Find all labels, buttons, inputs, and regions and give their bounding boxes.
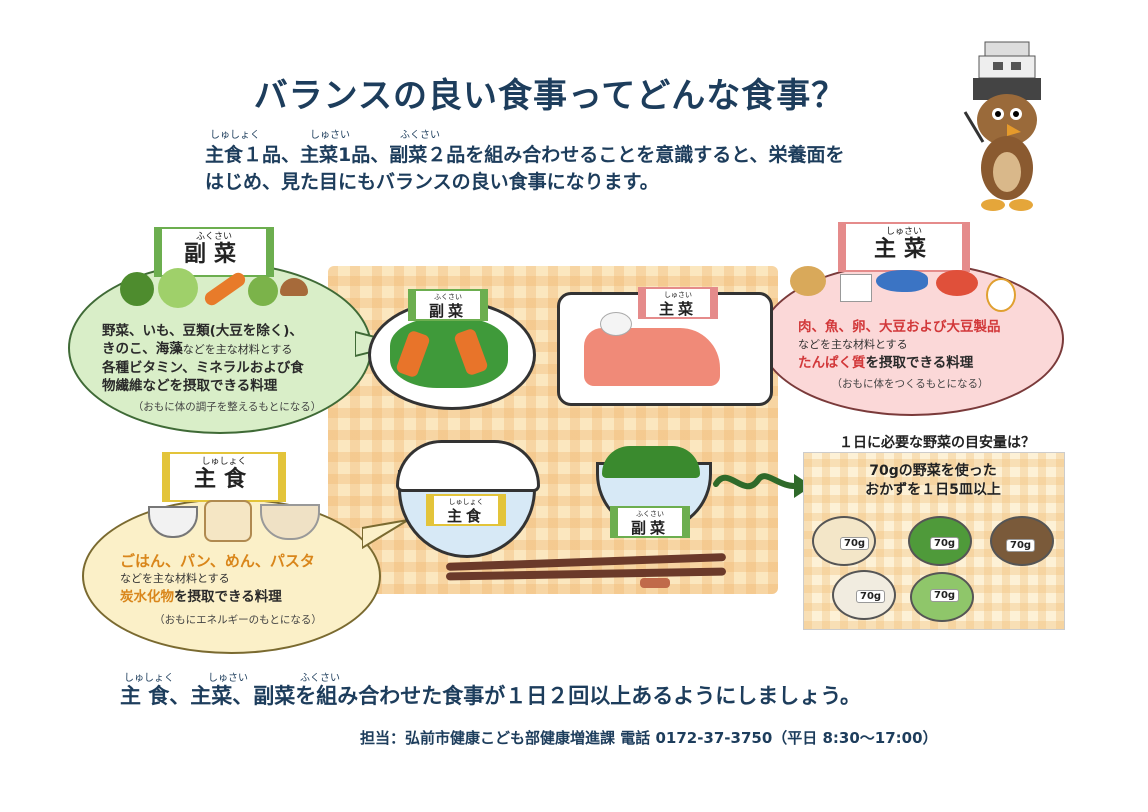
shusai-text-3b: を摂取できる料理 — [865, 355, 974, 371]
tray-shushoku-text: 主食 — [446, 507, 485, 525]
greens-icon — [248, 276, 278, 306]
shusai-text-3: たんぱく質を摂取できる料理 — [798, 354, 1038, 372]
page-title: バランスの良い食事ってどんな食事？ — [253, 76, 847, 116]
arrow-right-icon — [713, 473, 812, 498]
shushoku-ruby: しゅしょく — [201, 457, 247, 467]
mascot-illustration — [963, 41, 1041, 211]
fish-icon — [876, 270, 928, 292]
bottom-ruby-shusai: しゅさい — [208, 673, 248, 684]
shushoku-label: 主食 — [193, 467, 254, 492]
egg-icon — [986, 278, 1016, 312]
intro-line-2: はじめ、見た目にもバランスの良い食事になります。 — [205, 171, 659, 193]
vegetable-line-1: 70gの野菜を使った — [869, 463, 997, 479]
shusai-ruby: しゅさい — [885, 227, 922, 237]
veg-dish-tag: 70g — [840, 537, 870, 550]
intro-line-1: 主食１品、主菜1品、副菜２品を組み合わせることを意識すると、栄養面を — [205, 144, 845, 166]
tofu-icon — [840, 274, 872, 302]
fukusai-text-2: きのこ、海藻などを主な材料とする — [102, 340, 352, 359]
fukusai-text-1: 野菜、いも、豆類(大豆を除く)、 — [102, 323, 303, 339]
tray-shusai-text: 主菜 — [658, 300, 697, 318]
grated-radish — [600, 312, 632, 336]
shusai-text-1: 肉、魚、卵、大豆および大豆製品 — [798, 319, 1001, 335]
shusai-note: （おもに体をつくるもとになる） — [831, 378, 989, 390]
cabbage-icon — [158, 268, 198, 308]
intro-text: 主食１品、主菜1品、副菜２品を組み合わせることを意識すると、栄養面を はじめ、見… — [205, 142, 925, 196]
shushoku-note: （おもにエネルギーのもとになる） — [154, 614, 322, 626]
shusai-text-2: などを主な材料とする — [798, 338, 908, 351]
fukusai-ruby: ふくさい — [195, 232, 232, 242]
shushoku-bubble-tail — [362, 519, 409, 550]
tray-shushoku-ruby: しゅしょく — [448, 498, 484, 506]
fukusai-text-2a: きのこ、海藻 — [102, 341, 183, 357]
shushoku-text-3a: 炭水化物 — [120, 589, 174, 605]
shushoku-text-2: などを主な材料とする — [120, 572, 230, 585]
tray-fukusai2-ruby: ふくさい — [636, 510, 664, 518]
tray-fukusai-ruby: ふくさい — [434, 293, 462, 301]
ruby-fukusai: ふくさい — [400, 130, 440, 141]
veg-dish-tag: 70g — [930, 537, 960, 550]
fukusai-text-4: 物繊維などを摂取できる料理 — [102, 378, 278, 394]
veg-dish-tag: 70g — [856, 590, 886, 603]
ruby-shushoku: しゅしょく — [210, 130, 260, 141]
fukusai-label: 副菜 — [183, 242, 244, 267]
tray-shusai-label: しゅさい 主菜 — [638, 287, 718, 319]
shushoku-text-3: 炭水化物を摂取できる料理 — [120, 588, 360, 606]
fukusai-note: （おもに体の調子を整えるもとになる） — [132, 401, 322, 413]
tray-fukusai2-label: ふくさい 副菜 — [610, 506, 690, 538]
contact-info: 担当：弘前市健康こども部健康増進課 電話 0172-37-3750（平日 8:3… — [360, 729, 938, 747]
grilled-salmon — [584, 328, 720, 386]
tray-shusai-ruby: しゅさい — [664, 291, 692, 299]
shushoku-text-1: ごはん、パン、めん、パスタ — [120, 552, 315, 570]
bottom-ruby-fukusai: ふくさい — [300, 673, 340, 684]
rice — [396, 440, 540, 492]
tray-fukusai2-text: 副菜 — [630, 519, 669, 537]
bottom-ruby-shushoku: しゅしょく — [124, 673, 174, 684]
ruby-shusai: しゅさい — [310, 130, 350, 141]
shushoku-description: ごはん、パン、めん、パスタ などを主な材料とする 炭水化物を摂取できる料理 — [120, 552, 360, 606]
broccoli-icon — [120, 272, 154, 306]
shusai-label: 主菜 — [873, 237, 934, 262]
vegetable-question: １日に必要な野菜の目安量は？ — [839, 435, 1035, 451]
spinach — [602, 446, 700, 478]
shusai-text-3a: たんぱく質 — [798, 355, 866, 371]
meat-icon — [936, 270, 978, 296]
fukusai-text-3: 各種ビタミン、ミネラルおよび食 — [102, 360, 304, 376]
tray-fukusai-text: 副菜 — [428, 302, 467, 320]
shushoku-label-card: しゅしょく 主食 — [162, 452, 286, 502]
fukusai-description: 野菜、いも、豆類(大豆を除く)、 きのこ、海藻などを主な材料とする 各種ビタミン… — [102, 322, 352, 395]
shusai-description: 肉、魚、卵、大豆および大豆製品 などを主な材料とする たんぱく質を摂取できる料理 — [798, 318, 1038, 372]
tray-fukusai-label: ふくさい 副菜 — [408, 289, 488, 321]
mushroom-icon — [280, 278, 308, 296]
tray-shushoku-label: しゅしょく 主食 — [426, 494, 506, 526]
veg-dish-tag: 70g — [930, 589, 960, 602]
vegetable-line-2: おかずを１日5皿以上 — [865, 482, 1001, 498]
chopstick-rest — [640, 578, 670, 588]
shusai-label-card: しゅさい 主菜 — [838, 222, 970, 272]
vegetable-panel-text: 70gの野菜を使った おかずを１日5皿以上 — [808, 462, 1058, 500]
bottom-message: 主 食、主菜、副菜を組み合わせた食事が１日２回以上あるようにしましょう。 — [120, 684, 862, 708]
soybeans-icon — [790, 266, 826, 296]
veg-dish-tag: 70g — [1006, 539, 1036, 552]
veg-dish-salad — [910, 572, 974, 622]
fukusai-text-2b: などを主な材料とする — [182, 343, 293, 356]
shushoku-text-3b: を摂取できる料理 — [174, 589, 282, 605]
bread-icon — [204, 500, 252, 542]
